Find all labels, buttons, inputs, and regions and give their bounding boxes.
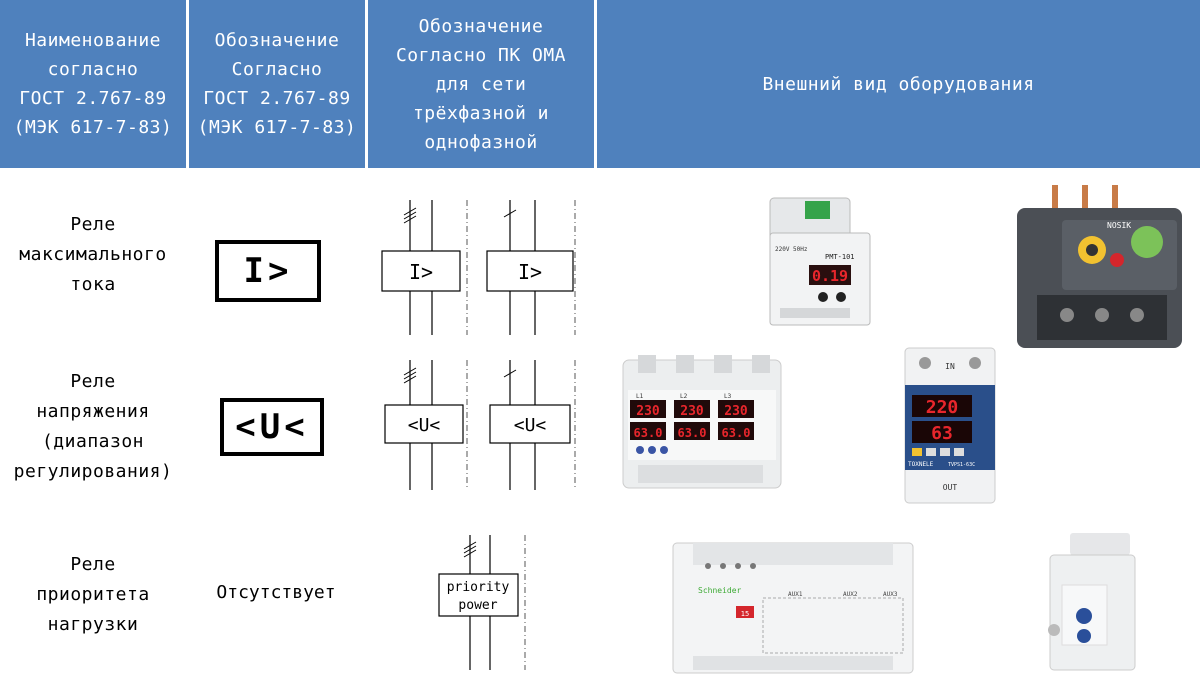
svg-text:OUT: OUT <box>943 483 958 492</box>
svg-text:AUX2: AUX2 <box>843 591 858 598</box>
svg-text:220: 220 <box>926 397 959 418</box>
header-appearance: Внешний вид оборудования <box>594 0 1200 168</box>
row3-gost-absent: Отсутствует <box>216 582 336 603</box>
row1-oma-symbols: I> I> <box>381 200 576 335</box>
svg-text:63: 63 <box>931 423 953 444</box>
svg-text:230: 230 <box>636 404 660 419</box>
svg-text:TOXNELE: TOXNELE <box>908 461 934 468</box>
row1-gost-symbol: I> <box>215 240 321 302</box>
svg-text:63.0: 63.0 <box>722 426 751 440</box>
svg-text:0.19: 0.19 <box>812 267 848 285</box>
header-symbol-oma: Обозначение Согласно ПК ОМА для сети трё… <box>365 0 594 168</box>
tovp-voltage-protector-image: IN 220 63 TOXNELE TVPS1-63C OUT <box>904 347 996 504</box>
svg-text:220V 50Hz: 220V 50Hz <box>775 246 808 253</box>
svg-text:AUX1: AUX1 <box>788 591 803 598</box>
row3-oma-symbol: priority power <box>438 535 526 670</box>
svg-text:AUX3: AUX3 <box>883 591 898 598</box>
row3-name: Реле приоритета нагрузки <box>36 554 150 635</box>
schneider-priority-relay-image: Schneider 15 AUX1 AUX2 AUX3 <box>672 542 914 674</box>
row3-oma-label-line2: power <box>458 598 497 613</box>
svg-text:L3: L3 <box>724 393 732 400</box>
svg-text:15: 15 <box>741 610 749 618</box>
row2-name: Реле напряжения (диапазон регулирования) <box>13 371 173 482</box>
svg-text:L2: L2 <box>680 393 688 400</box>
row2-oma-label-3ph: <U< <box>408 415 441 436</box>
svg-text:63.0: 63.0 <box>678 426 707 440</box>
row1-name: Реле максимального тока <box>19 214 167 295</box>
svg-text:L1: L1 <box>636 393 644 400</box>
header-name-gost: Наименование согласно ГОСТ 2.767-89 (МЭК… <box>0 0 186 168</box>
svg-text:63.0: 63.0 <box>634 426 663 440</box>
svg-text:Schneider: Schneider <box>698 586 742 595</box>
svg-text:IN: IN <box>945 362 955 371</box>
header-symbol-gost: Обозначение Согласно ГОСТ 2.767-89 (МЭК … <box>186 0 365 168</box>
svg-text:NOSIK: NOSIK <box>1107 221 1131 230</box>
row2-oma-symbols: <U< <U< <box>384 360 576 490</box>
svg-text:TVPS1-63C: TVPS1-63C <box>948 462 975 468</box>
row1-oma-label-1ph: I> <box>518 260 542 284</box>
svg-text:PMT-101: PMT-101 <box>825 253 855 261</box>
row1-oma-label-3ph: I> <box>409 260 433 284</box>
table-header: Наименование согласно ГОСТ 2.767-89 (МЭК… <box>0 0 1200 168</box>
small-priority-relay-image <box>1048 533 1136 671</box>
three-phase-voltage-relay-image: L1 L2 L3 230 230 230 63.0 63.0 63.0 <box>622 355 782 489</box>
nosik-thermal-relay-image: NOSIK <box>1017 185 1182 348</box>
rmt-relay-image: PMT-101 220V 50Hz 0.19 <box>769 197 871 326</box>
row2-oma-label-1ph: <U< <box>514 415 547 436</box>
svg-text:230: 230 <box>680 404 704 419</box>
row2-gost-symbol: <U< <box>220 398 324 456</box>
row3-oma-label-line1: priority <box>447 580 510 595</box>
svg-text:230: 230 <box>724 404 748 419</box>
